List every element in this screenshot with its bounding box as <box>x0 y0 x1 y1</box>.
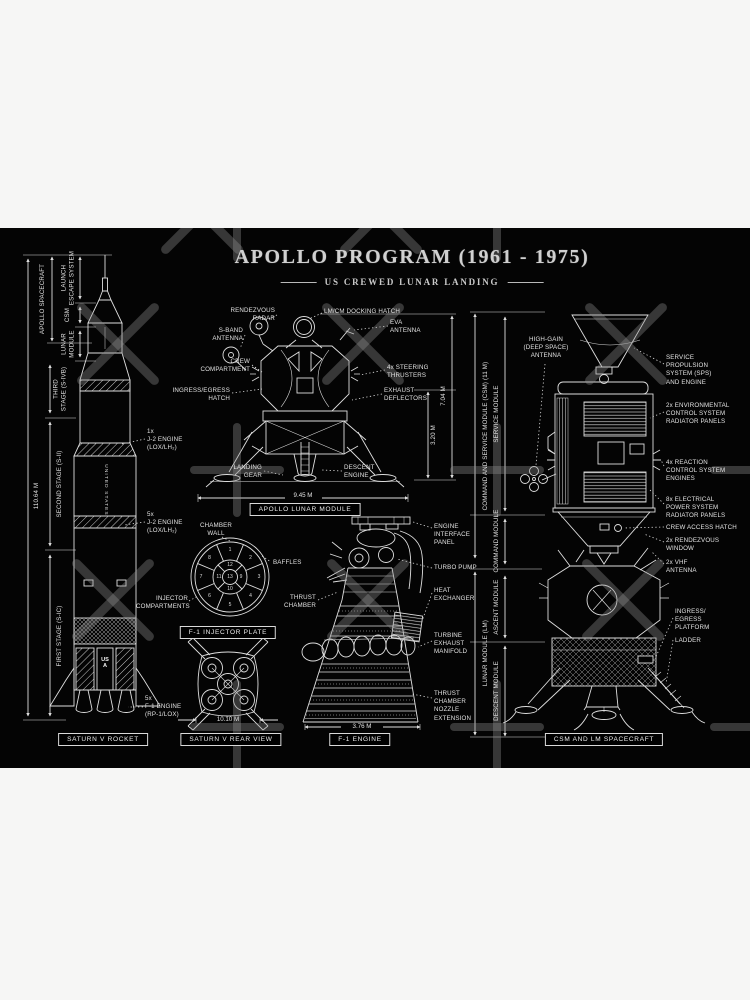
label-baffles: BAFFLES <box>273 559 302 566</box>
blueprint-poster: APOLLO PROGRAM (1961 - 1975) US CREWED L… <box>0 228 750 768</box>
injector-number: 10 <box>227 586 233 592</box>
poster-title: APOLLO PROGRAM (1961 - 1975) <box>234 246 590 268</box>
dimension-rear-width: 10.10 M <box>216 716 240 723</box>
label-thrust-chamber: THRUST CHAMBER <box>284 594 316 610</box>
caption-csm-lm-spacecraft: CSM AND LM SPACECRAFT <box>544 733 664 746</box>
dimension-lm-hatch-height: 3.20 M <box>430 425 438 445</box>
label-ingress-egress-platform: INGRESS/ EGRESS PLATFORM <box>675 608 710 632</box>
label-steering-thrusters: 4x STEERING THRUSTERS <box>387 364 429 380</box>
injector-plate-drawing <box>188 536 272 617</box>
label-chamber-wall: CHAMBER WALL <box>200 522 232 538</box>
label-third-stage: THIRD STAGE (S-IVB) <box>52 366 67 412</box>
label-exhaust-deflectors: EXHAUST DEFLECTORS <box>384 387 427 403</box>
label-turbine-exhaust-manifold: TURBINE EXHAUST MANIFOLD <box>434 632 468 656</box>
label-electrical-power: 8x ELECTRICAL POWER SYSTEM RADIATOR PANE… <box>666 496 726 520</box>
label-total-height: 110.64 M <box>33 482 41 510</box>
label-injector-compartments: INJECTOR COMPARTMENTS <box>136 595 190 611</box>
poster-subtitle: US CREWED LUNAR LANDING <box>280 277 544 287</box>
injector-number: 3 <box>257 574 261 580</box>
label-j2-engine-single: 1x J-2 ENGINE (LOX/LH₂) <box>147 428 183 452</box>
label-rendezvous-window: 2x RENDEZVOUS WINDOW <box>666 537 720 553</box>
label-lm-total: LUNAR MODULE (LM) <box>482 619 490 687</box>
label-reaction-control: 4x REACTION CONTROL SYSTEM ENGINES <box>666 459 726 483</box>
label-first-stage: FIRST STAGE (S-IC) <box>56 605 64 667</box>
subtitle-rule-left <box>280 281 317 283</box>
injector-number: 2 <box>249 555 252 561</box>
label-turbo-pump: TURBO PUMP <box>434 564 477 571</box>
injector-number: 7 <box>199 574 203 580</box>
marking-united-states: UNITED STATES <box>102 464 108 516</box>
label-vhf-antenna: 2x VHF ANTENNA <box>666 559 697 575</box>
label-sps-engine: SERVICE PROPULSION SYSTEM (SPS) AND ENGI… <box>666 354 712 386</box>
csm-lm-drawing <box>470 311 706 738</box>
label-csm-total: COMMAND AND SERVICE MODULE (CSM) (11 M) <box>482 361 490 511</box>
caption-apollo-lunar-module: APOLLO LUNAR MODULE <box>249 503 361 516</box>
dimension-f1-diameter: 3.76 M <box>352 723 372 730</box>
caption-saturn-v-rear-view: SATURN V REAR VIEW <box>180 733 282 746</box>
injector-number: 4 <box>249 593 252 599</box>
label-heat-exchanger: HEAT EXCHANGER <box>434 587 475 603</box>
dimension-lm-total-height: 7.04 M <box>440 386 448 406</box>
caption-f1-engine: F-1 ENGINE <box>329 733 391 746</box>
injector-number: 8 <box>208 555 211 561</box>
injector-number: 11 <box>216 574 222 580</box>
caption-saturn-v-rocket: SATURN V ROCKET <box>58 733 148 746</box>
label-launch-escape-system: LAUNCH ESCAPE SYSTEM <box>60 250 75 306</box>
injector-number: 1 <box>228 547 232 553</box>
label-ingress-egress-hatch: INGRESS/EGRESS HATCH <box>172 387 230 403</box>
injector-number: 5 <box>228 602 232 608</box>
rear-view-drawing <box>178 637 278 731</box>
dimension-lm-width: 9.45 M <box>293 492 313 499</box>
subtitle-rule-right <box>507 281 544 283</box>
blueprint-line-art <box>23 254 706 738</box>
label-apollo-spacecraft: APOLLO SPACECRAFT <box>39 263 47 335</box>
label-j2-engine-cluster: 5x J-2 ENGINE (LOX/LH₂) <box>147 511 183 535</box>
label-s-band-antenna: S-BAND ANTENNA <box>212 327 243 343</box>
label-csm: CSM <box>64 307 72 323</box>
label-environmental-control: 2x ENVIRONMENTAL CONTROL SYSTEM RADIATOR… <box>666 402 730 426</box>
label-descent-engine: DESCENT ENGINE <box>344 464 375 480</box>
injector-number: 9 <box>239 574 243 580</box>
label-service-module: SERVICE MODULE <box>493 385 501 443</box>
label-ladder: LADDER <box>675 637 702 644</box>
label-f1-engine-cluster: 5x F-1 ENGINE (RP-1/LOX) <box>145 695 182 719</box>
label-second-stage: SECOND STAGE (S-II) <box>56 450 64 518</box>
saturn-v-drawing <box>23 254 161 721</box>
label-lunar-module: LUNAR MODULE <box>60 330 75 358</box>
marking-usa: USA <box>101 657 109 670</box>
injector-number: 13 <box>227 574 233 580</box>
label-ascent-module: ASCENT MODULE <box>493 579 501 635</box>
label-command-module: COMMAND MODULE <box>493 509 501 573</box>
f1-engine-drawing <box>301 516 433 730</box>
caption-f1-injector-plate: F-1 INJECTOR PLATE <box>179 626 277 639</box>
poster-subtitle-text: US CREWED LUNAR LANDING <box>324 277 500 287</box>
label-eva-antenna: EVA ANTENNA <box>390 319 421 335</box>
label-nozzle-extension: THRUST CHAMBER NOZZLE EXTENSION <box>434 690 472 722</box>
label-high-gain-antenna: HIGH-GAIN (DEEP SPACE) ANTENNA <box>523 336 569 360</box>
label-engine-interface-panel: ENGINE INTERFACE PANEL <box>434 523 471 547</box>
label-descent-module: DESCENT MODULE <box>493 661 501 721</box>
injector-number: 6 <box>208 593 211 599</box>
label-docking-hatch: LM/CM DOCKING HATCH <box>324 308 400 315</box>
injector-number: 12 <box>227 562 233 568</box>
label-crew-access-hatch: CREW ACCESS HATCH <box>666 524 737 531</box>
lunar-module-drawing <box>197 312 456 502</box>
label-crew-compartment: CREW COMPARTMENT <box>200 358 250 374</box>
label-landing-gear: LANDING GEAR <box>233 464 262 480</box>
label-rendezvous-radar: RENDEZVOUS RADAR <box>230 307 275 323</box>
